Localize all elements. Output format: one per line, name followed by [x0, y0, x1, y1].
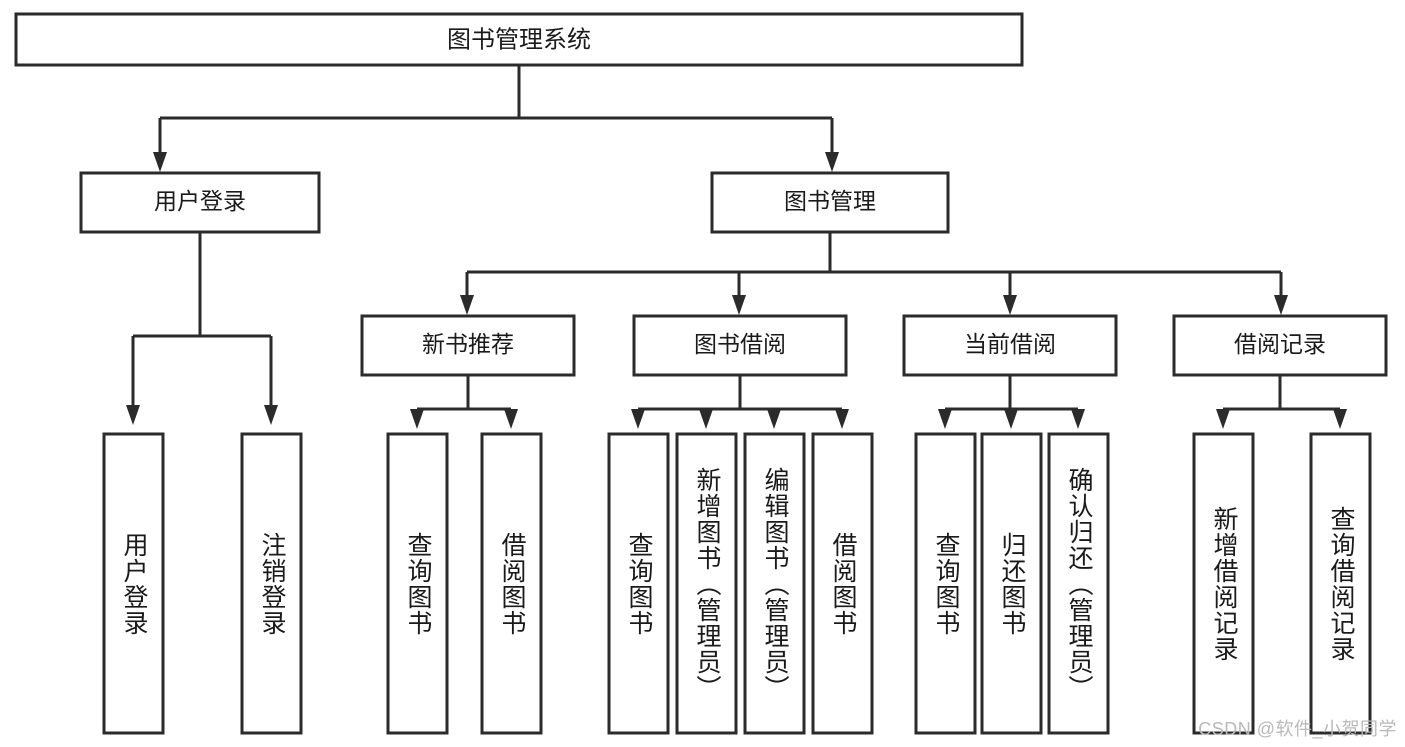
leaf-box-borrow-book-1[interactable]: [480, 432, 543, 735]
leaf-box-user-login[interactable]: [102, 432, 165, 735]
connector-new-book-recommend-leaves: [410, 375, 518, 429]
leaf-box-edit-book[interactable]: [743, 432, 806, 735]
node-book-management-label: 图书管理: [784, 188, 876, 214]
leaf-box-confirm-return[interactable]: [1047, 432, 1110, 735]
node-book-borrow[interactable]: 图书借阅: [632, 314, 848, 377]
node-current-borrow-label: 当前借阅: [964, 331, 1056, 357]
leaf-box-add-record[interactable]: [1192, 432, 1255, 735]
leaf-box-query-book-3[interactable]: [914, 432, 977, 735]
node-current-borrow[interactable]: 当前借阅: [902, 314, 1118, 377]
leaf-box-query-book-2[interactable]: [607, 432, 670, 735]
leaf-box-logout-login[interactable]: [240, 432, 303, 735]
csdn-watermark: CSDN @软件_小贺同学: [1198, 719, 1397, 739]
node-book-borrow-label: 图书借阅: [694, 331, 786, 357]
connector-user-login-leaves: [126, 232, 278, 425]
node-title-system-label: 图书管理系统: [447, 26, 591, 53]
node-user-login-label: 用户登录: [154, 188, 246, 214]
node-new-book-recommend-label: 新书推荐: [422, 331, 514, 357]
connector-book-borrow-leaves: [631, 375, 849, 429]
connector-borrow-record-leaves: [1216, 375, 1347, 429]
leaf-box-borrow-book-2[interactable]: [811, 432, 874, 735]
node-title-system[interactable]: 图书管理系统: [14, 12, 1024, 67]
node-borrow-record[interactable]: 借阅记录: [1172, 314, 1388, 377]
connector-current-borrow-leaves: [938, 375, 1085, 429]
leaf-box-query-book-1[interactable]: [386, 432, 449, 735]
leaf-box-query-record[interactable]: [1309, 432, 1372, 735]
node-book-management[interactable]: 图书管理: [710, 171, 950, 234]
node-new-book-recommend[interactable]: 新书推荐: [360, 314, 576, 377]
node-user-login[interactable]: 用户登录: [79, 171, 321, 234]
leaf-box-return-book[interactable]: [980, 432, 1043, 735]
connector-root-bus: [153, 65, 839, 172]
leaf-box-add-book[interactable]: [675, 432, 738, 735]
node-borrow-record-label: 借阅记录: [1234, 331, 1326, 357]
connector-book-management-bus: [460, 232, 1288, 315]
